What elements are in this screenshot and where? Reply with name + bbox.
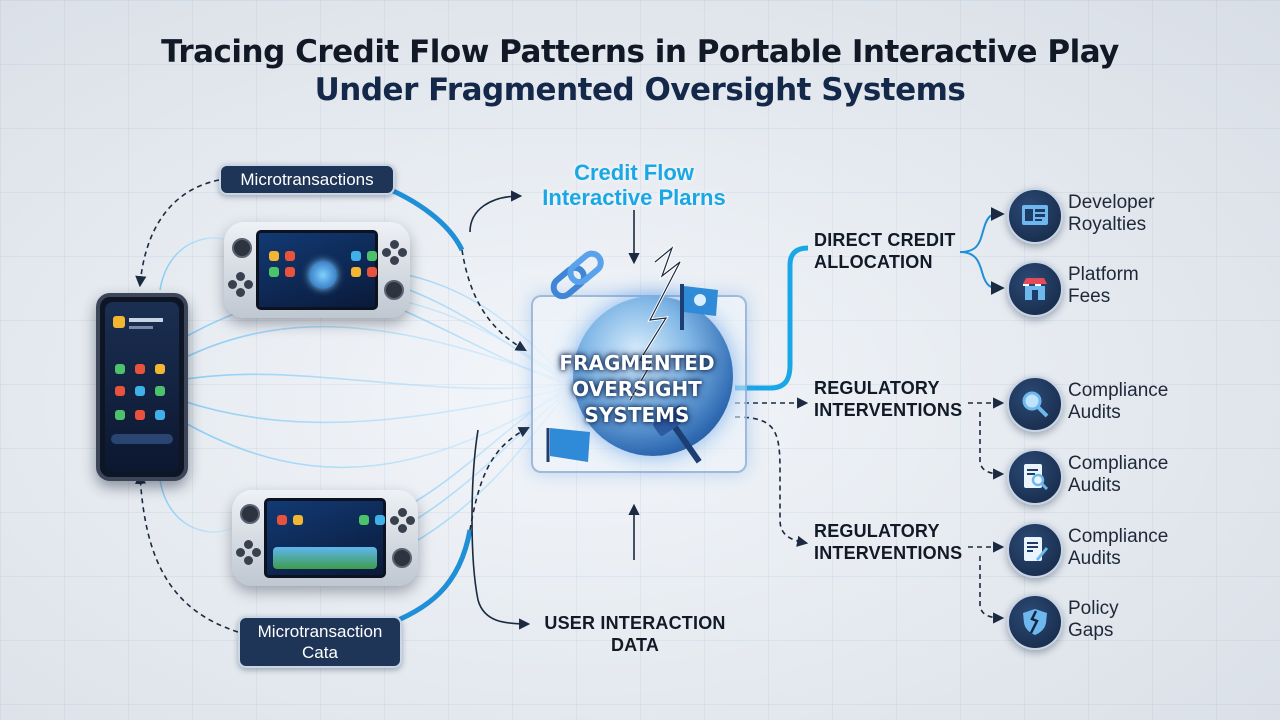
storefront-icon [1007, 261, 1063, 317]
direct-credit-allocation-label: DIRECT CREDIT ALLOCATION [814, 229, 956, 273]
output-line-1: Compliance [1068, 380, 1168, 402]
regulatory-interventions-label-b: REGULATORY INTERVENTIONS [814, 520, 962, 564]
output-line-1: Policy [1068, 598, 1119, 620]
output-line-2: Audits [1068, 475, 1168, 497]
regulatory-b-line-1: REGULATORY [814, 520, 962, 542]
output-line-1: Platform [1068, 264, 1139, 286]
output-line-1: Developer [1068, 192, 1155, 214]
dashboard-icon [1007, 188, 1063, 244]
output-line-1: Compliance [1068, 453, 1168, 475]
output-label-compliance-audits-3: Compliance Audits [1068, 526, 1168, 570]
output-label-compliance-audits-1: Compliance Audits [1068, 380, 1168, 424]
output-line-2: Audits [1068, 402, 1168, 424]
direct-credit-line-1: DIRECT CREDIT [814, 229, 956, 251]
hub-title: FRAGMENTED OVERSIGHT SYSTEMS [531, 350, 743, 428]
direct-credit-line-2: ALLOCATION [814, 251, 956, 273]
regulatory-a-line-2: INTERVENTIONS [814, 399, 962, 421]
output-label-compliance-audits-2: Compliance Audits [1068, 453, 1168, 497]
hub-title-line-3: SYSTEMS [531, 402, 743, 428]
magnifier-icon [1007, 376, 1063, 432]
output-label-policy-gaps: Policy Gaps [1068, 598, 1119, 642]
output-line-2: Fees [1068, 286, 1139, 308]
output-line-2: Gaps [1068, 620, 1119, 642]
broken-shield-icon [1007, 594, 1063, 650]
regulatory-interventions-label-a: REGULATORY INTERVENTIONS [814, 377, 962, 421]
document-search-icon [1007, 449, 1063, 505]
output-line-2: Audits [1068, 548, 1168, 570]
chain-link-icon [550, 250, 604, 300]
user-interaction-data-label: USER INTERACTION DATA [530, 612, 740, 656]
flag-icon-bottom [548, 428, 590, 462]
output-label-platform-fees: Platform Fees [1068, 264, 1139, 308]
output-label-developer-royalties: Developer Royalties [1068, 192, 1155, 236]
document-pen-icon [1007, 522, 1063, 578]
hub-title-line-2: OVERSIGHT [531, 376, 743, 402]
regulatory-b-line-2: INTERVENTIONS [814, 542, 962, 564]
hub-title-line-1: FRAGMENTED [531, 350, 743, 376]
user-interaction-line-2: DATA [530, 634, 740, 656]
output-line-1: Compliance [1068, 526, 1168, 548]
flag-icon-top [682, 284, 718, 330]
regulatory-a-line-1: REGULATORY [814, 377, 962, 399]
user-interaction-line-1: USER INTERACTION [530, 612, 740, 634]
output-line-2: Royalties [1068, 214, 1155, 236]
